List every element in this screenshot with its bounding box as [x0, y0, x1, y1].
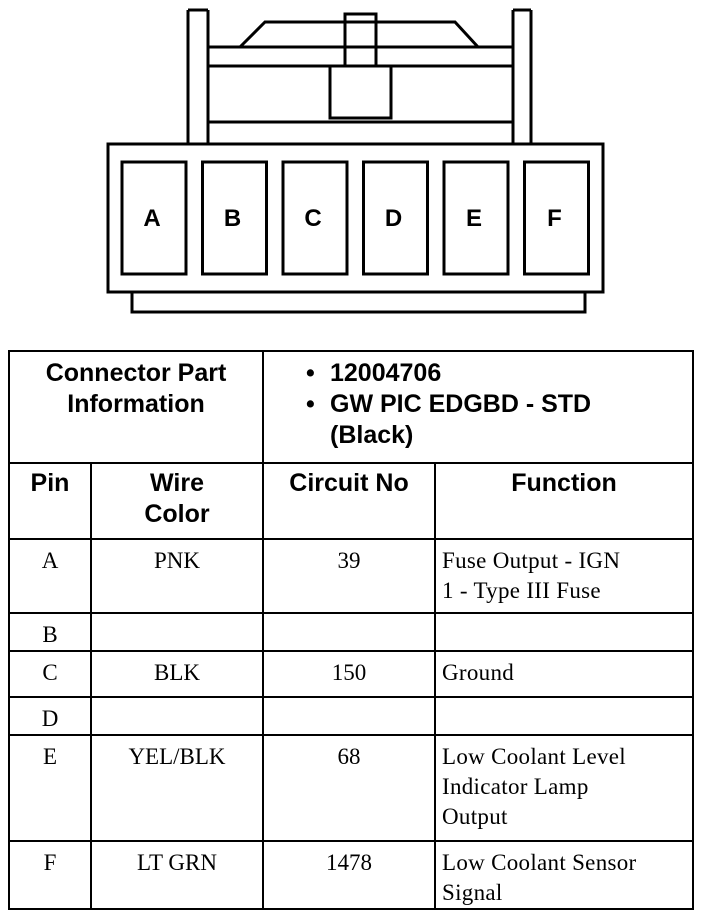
part-info-values: •12004706 •GW PIC EDGBD - STD (Black) — [261, 350, 695, 464]
cell-circuit: 1478 — [262, 840, 436, 910]
col-header-wire-color: Wire Color — [90, 462, 264, 540]
col-header-function: Function — [433, 462, 695, 540]
cell-pin: C — [8, 650, 92, 698]
cell-wire-color — [90, 696, 264, 736]
pin-cavity-d — [362, 160, 429, 276]
table-row: B — [8, 612, 695, 652]
part-info-label-line2: Information — [67, 390, 205, 418]
part-description: GW PIC EDGBD - STD — [330, 390, 592, 418]
cell-circuit: 150 — [262, 650, 436, 698]
col-header-pin: Pin — [8, 462, 92, 540]
pin-cavity-e — [442, 160, 510, 276]
connector-face-diagram: A B C D E F — [106, 8, 605, 314]
part-info-label-line1: Connector Part — [45, 359, 227, 387]
function-line: Fuse Output - IGN — [442, 548, 621, 573]
pin-label-b: B — [224, 205, 241, 232]
cell-circuit — [262, 696, 436, 736]
function-line: Indicator Lamp — [442, 774, 589, 799]
col-header-circuit-no: Circuit No — [262, 462, 436, 540]
pin-cavity-f — [523, 160, 590, 276]
cell-wire-color: PNK — [90, 538, 264, 614]
part-color: (Black) — [330, 421, 414, 449]
cell-wire-color — [90, 612, 264, 652]
part-info-label: Connector Part Information — [8, 350, 264, 464]
cell-function — [433, 612, 695, 652]
function-line: Ground — [442, 660, 515, 685]
cell-pin: F — [8, 840, 92, 910]
part-number: 12004706 — [330, 359, 442, 387]
pin-label-e: E — [466, 205, 482, 232]
cell-circuit: 39 — [262, 538, 436, 614]
function-line: 1 - Type III Fuse — [442, 578, 601, 603]
connector-bottom-lip — [130, 292, 587, 314]
pin-label-a: A — [143, 205, 160, 232]
cell-wire-color: YEL/BLK — [90, 734, 264, 842]
function-line: Low Coolant Sensor — [442, 850, 637, 875]
pin-label-c: C — [304, 205, 321, 232]
cell-function — [433, 696, 695, 736]
cell-wire-color: BLK — [90, 650, 264, 698]
function-line: Output — [442, 804, 508, 829]
pin-label-f: F — [547, 205, 562, 232]
cell-function: Fuse Output - IGN 1 - Type III Fuse — [433, 538, 695, 614]
part-info-row: Connector Part Information •12004706 •GW… — [8, 350, 695, 464]
cell-pin: A — [8, 538, 92, 614]
cell-wire-color: LT GRN — [90, 840, 264, 910]
connector-info-table: Connector Part Information •12004706 •GW… — [8, 350, 695, 910]
cell-pin: D — [8, 696, 92, 736]
pin-cavity-b — [201, 160, 268, 276]
function-line: Low Coolant Level — [442, 744, 626, 769]
cell-circuit — [262, 612, 436, 652]
connector-lock-tab — [328, 12, 393, 120]
cell-function: Ground — [433, 650, 695, 698]
pin-cavity-a — [120, 160, 188, 276]
cell-circuit: 68 — [262, 734, 436, 842]
cell-pin: E — [8, 734, 92, 842]
cell-pin: B — [8, 612, 92, 652]
pin-label-d: D — [385, 205, 402, 232]
function-line: Signal — [442, 880, 503, 905]
table-row: D — [8, 696, 695, 736]
connector-body — [106, 142, 605, 294]
connector-latch — [238, 20, 480, 49]
column-header-row: Pin Wire Color Circuit No Function — [8, 462, 695, 540]
pin-cavity-c — [281, 160, 349, 276]
